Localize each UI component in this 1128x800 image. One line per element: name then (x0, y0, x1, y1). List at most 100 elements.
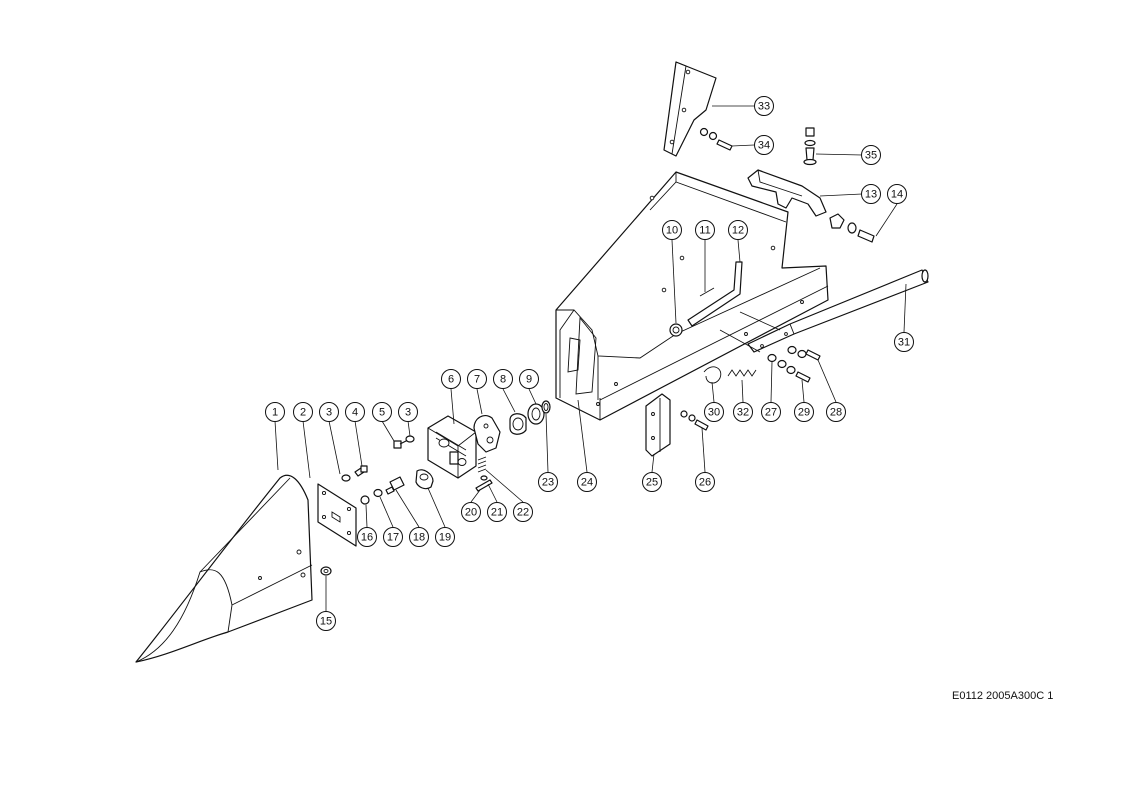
part-13-clamp (747, 169, 827, 217)
callout-circle (861, 184, 881, 204)
callout-circle (695, 220, 715, 240)
hardware-small-right (719, 311, 821, 383)
callout-circle (398, 402, 418, 422)
callout-31: 31 (894, 332, 914, 352)
callout-circle (642, 472, 662, 492)
callout-number: 5 (379, 407, 385, 419)
callout-number: 28 (830, 407, 842, 419)
callout-number: 32 (737, 407, 749, 419)
callout-circle (704, 402, 724, 422)
callout-circle (577, 472, 597, 492)
callout-number: 3 (326, 407, 332, 419)
callout-circle (493, 369, 513, 389)
part-32-spring (727, 369, 757, 377)
callout-23: 23 (538, 472, 558, 492)
part-24-frame (555, 171, 829, 421)
part-11-12-rod (687, 261, 743, 327)
callout-circle (461, 502, 481, 522)
drawing-code: E0112 2005A300C 1 (952, 690, 1054, 702)
callout-16: 16 (357, 527, 377, 547)
part-33-bracket (663, 61, 717, 157)
callout-28: 28 (826, 402, 846, 422)
callout-number: 22 (517, 507, 529, 519)
callout-29: 29 (794, 402, 814, 422)
callout-11: 11 (695, 220, 715, 240)
callout-number: 14 (891, 189, 903, 201)
part-7-cam (473, 415, 501, 453)
callout-24: 24 (577, 472, 597, 492)
callout-number: 8 (500, 374, 506, 386)
callout-34: 34 (754, 135, 774, 155)
callout-number: 35 (865, 150, 877, 162)
callout-circle (435, 527, 455, 547)
callout-number: 13 (865, 189, 877, 201)
callout-number: 4 (352, 407, 358, 419)
callout-number: 33 (758, 101, 770, 113)
callout-number: 17 (387, 532, 399, 544)
callout-circle (316, 611, 336, 631)
part-6-block (427, 415, 477, 479)
callout-32: 32 (733, 402, 753, 422)
callout-6: 6 (441, 369, 461, 389)
callout-circle (265, 402, 285, 422)
callout-35: 35 (861, 145, 881, 165)
callout-circle (761, 402, 781, 422)
callout-circle (372, 402, 392, 422)
callout-number: 23 (542, 477, 554, 489)
callout-19: 19 (435, 527, 455, 547)
callout-number: 7 (474, 374, 480, 386)
part-23-ring (541, 400, 551, 414)
callout-number: 1 (272, 407, 278, 419)
callout-circle (345, 402, 365, 422)
callout-8: 8 (493, 369, 513, 389)
callout-22: 22 (513, 502, 533, 522)
callout-number: 29 (798, 407, 810, 419)
part-2-plate (317, 483, 357, 547)
callout-circle (467, 369, 487, 389)
callout-number: 27 (765, 407, 777, 419)
callout-circle (538, 472, 558, 492)
callout-circle (293, 402, 313, 422)
part-22-spring (477, 456, 487, 473)
callout-33: 33 (754, 96, 774, 116)
part-15-nut (320, 566, 332, 576)
part-20-21-pin (475, 475, 493, 492)
callout-circle (794, 402, 814, 422)
callout-number: 11 (699, 225, 710, 237)
callout-circle (441, 369, 461, 389)
callout-number: 34 (758, 140, 770, 152)
callout-number: 21 (491, 507, 503, 519)
callout-number: 6 (448, 374, 454, 386)
callout-circle (728, 220, 748, 240)
callout-21: 21 (487, 502, 507, 522)
callout-13: 13 (861, 184, 881, 204)
callout-number: 26 (699, 477, 711, 489)
callout-number: 31 (898, 337, 910, 349)
callout-circle (513, 502, 533, 522)
callout-25: 25 (642, 472, 662, 492)
callout-26: 26 (695, 472, 715, 492)
callout-27: 27 (761, 402, 781, 422)
part-26-bolt (680, 410, 709, 431)
callout-number: 18 (413, 532, 425, 544)
callout-7: 7 (467, 369, 487, 389)
callout-circle (487, 502, 507, 522)
snout-cone (135, 474, 313, 663)
callout-18: 18 (409, 527, 429, 547)
part-34-bolt (699, 127, 733, 151)
callout-3: 3 (398, 402, 418, 422)
callout-number: 30 (708, 407, 720, 419)
callout-circle (887, 184, 907, 204)
callout-number: 2 (300, 407, 306, 419)
callout-circle (826, 402, 846, 422)
callout-3: 3 (319, 402, 339, 422)
callout-number: 20 (465, 507, 477, 519)
callout-20: 20 (461, 502, 481, 522)
callout-circle (861, 145, 881, 165)
callout-number: 12 (732, 225, 744, 237)
callout-9: 9 (519, 369, 539, 389)
callout-10: 10 (662, 220, 682, 240)
callout-30: 30 (704, 402, 724, 422)
